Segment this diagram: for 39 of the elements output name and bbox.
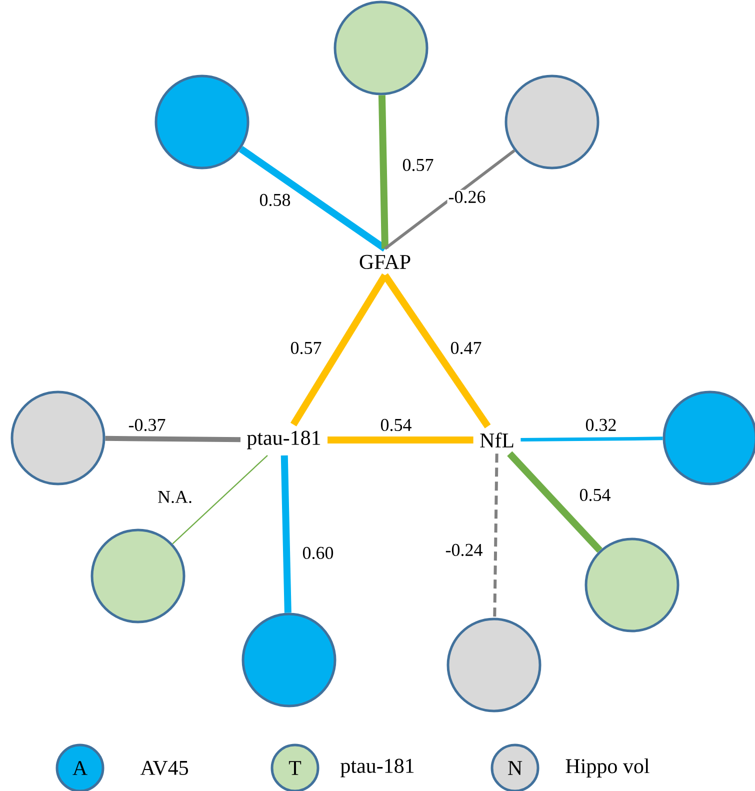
circle xyxy=(446,618,542,712)
edge-label: 0.54 xyxy=(578,488,612,502)
circle xyxy=(154,74,250,170)
connector-line xyxy=(507,451,602,553)
edge-label: 0.57 xyxy=(289,340,323,356)
connector-line xyxy=(238,146,387,252)
legend-label: Hippo vol xyxy=(566,758,650,778)
edge-label: 0.54 xyxy=(379,418,413,432)
legend-label: ptau-181 xyxy=(340,758,414,778)
circle xyxy=(242,612,336,708)
edge-label: 0.58 xyxy=(258,192,292,208)
connector-line xyxy=(520,436,663,442)
circle xyxy=(584,538,680,632)
edge-label: -0.24 xyxy=(444,542,484,558)
node-label: ptau-181 xyxy=(247,430,320,450)
node-label: GFAP xyxy=(360,254,410,270)
circle xyxy=(662,390,755,486)
connector-line xyxy=(290,273,388,426)
connector-line xyxy=(328,436,474,444)
connector-line xyxy=(378,95,388,249)
circle xyxy=(10,390,106,486)
circle xyxy=(504,74,600,170)
edge-label: 0.32 xyxy=(584,418,618,432)
node-label: NfL xyxy=(480,432,514,448)
circle xyxy=(334,0,428,96)
edge-label: 0.60 xyxy=(301,546,335,560)
connector-line xyxy=(493,454,498,618)
connector-line xyxy=(105,436,240,442)
legend-label: AV45 xyxy=(140,760,188,776)
circle xyxy=(90,528,186,624)
connector-line xyxy=(172,454,268,544)
edge-label: -0.26 xyxy=(447,190,487,204)
edge-label: 0.47 xyxy=(449,340,483,356)
connector-line xyxy=(280,455,292,613)
connector-line xyxy=(382,273,491,428)
connector-line xyxy=(384,149,516,250)
edge-label: -0.37 xyxy=(127,418,167,432)
edge-label: N.A. xyxy=(156,490,194,504)
edge-label: 0.57 xyxy=(401,158,435,172)
